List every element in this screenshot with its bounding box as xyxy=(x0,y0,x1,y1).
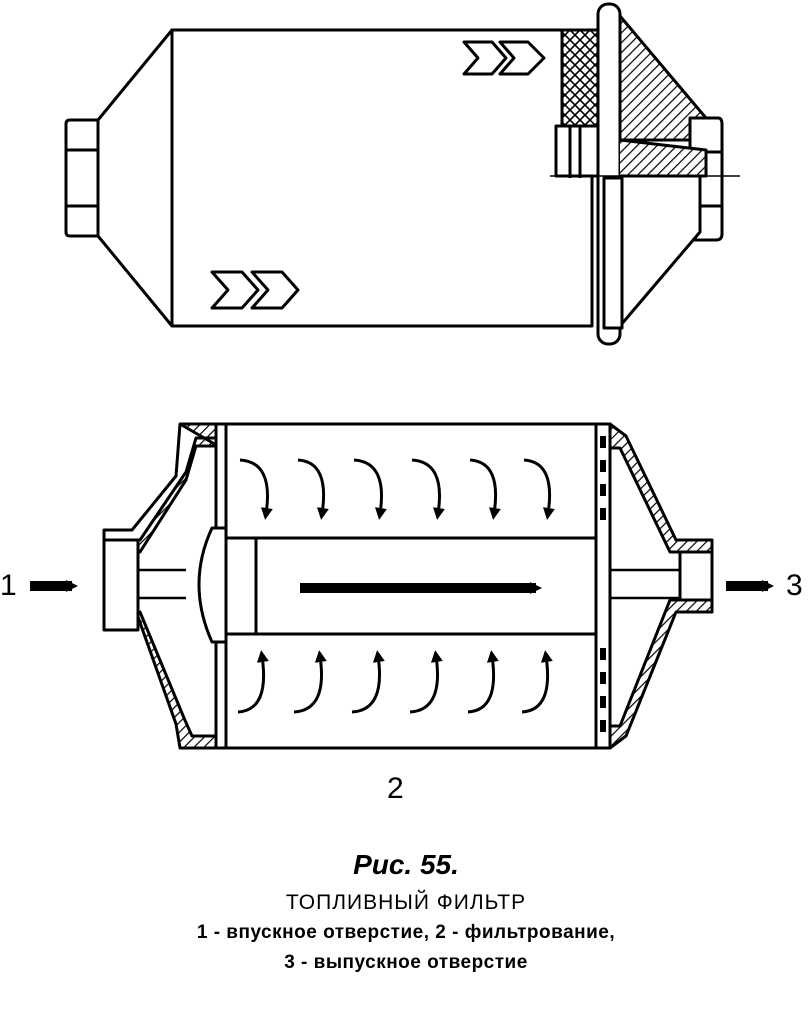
left-housing xyxy=(102,422,220,554)
left-nut xyxy=(64,118,100,238)
inlet-port xyxy=(102,538,140,632)
outlet-port xyxy=(678,550,714,602)
figure-number: Рис. 55. xyxy=(353,849,459,880)
figure-caption: Рис. 55. ТОПЛИВНЫЙ ФИЛЬТР 1 - впускное о… xyxy=(0,848,812,978)
callout-outlet: 3 xyxy=(786,569,803,602)
filtration-arrows-upper xyxy=(239,458,555,520)
right-cone-lower xyxy=(618,174,702,327)
left-cone xyxy=(96,28,174,328)
flow-chevron-upper xyxy=(462,40,508,76)
perforated-plate xyxy=(594,422,612,750)
outlet-tube xyxy=(602,176,624,330)
legend-line-1: 1 - впускное отверстие, 2 - фильтрование… xyxy=(196,922,616,943)
end-cap xyxy=(197,526,228,644)
figure-title: ТОПЛИВНЫЙ ФИЛЬТР xyxy=(285,891,527,914)
filter-cross-section xyxy=(30,422,774,750)
filtration-arrows-lower xyxy=(237,650,553,714)
fuel-filter-diagram xyxy=(30,2,774,750)
right-housing xyxy=(608,422,714,554)
legend-line-2: 3 - выпускное отверстие xyxy=(284,952,528,973)
filter-body xyxy=(170,28,594,328)
filter-mesh-section xyxy=(560,28,600,128)
callout-filtering: 2 xyxy=(387,772,404,805)
filter-external-view xyxy=(64,2,740,346)
callout-inlet: 1 xyxy=(0,569,17,602)
flow-chevron-lower xyxy=(210,270,260,310)
